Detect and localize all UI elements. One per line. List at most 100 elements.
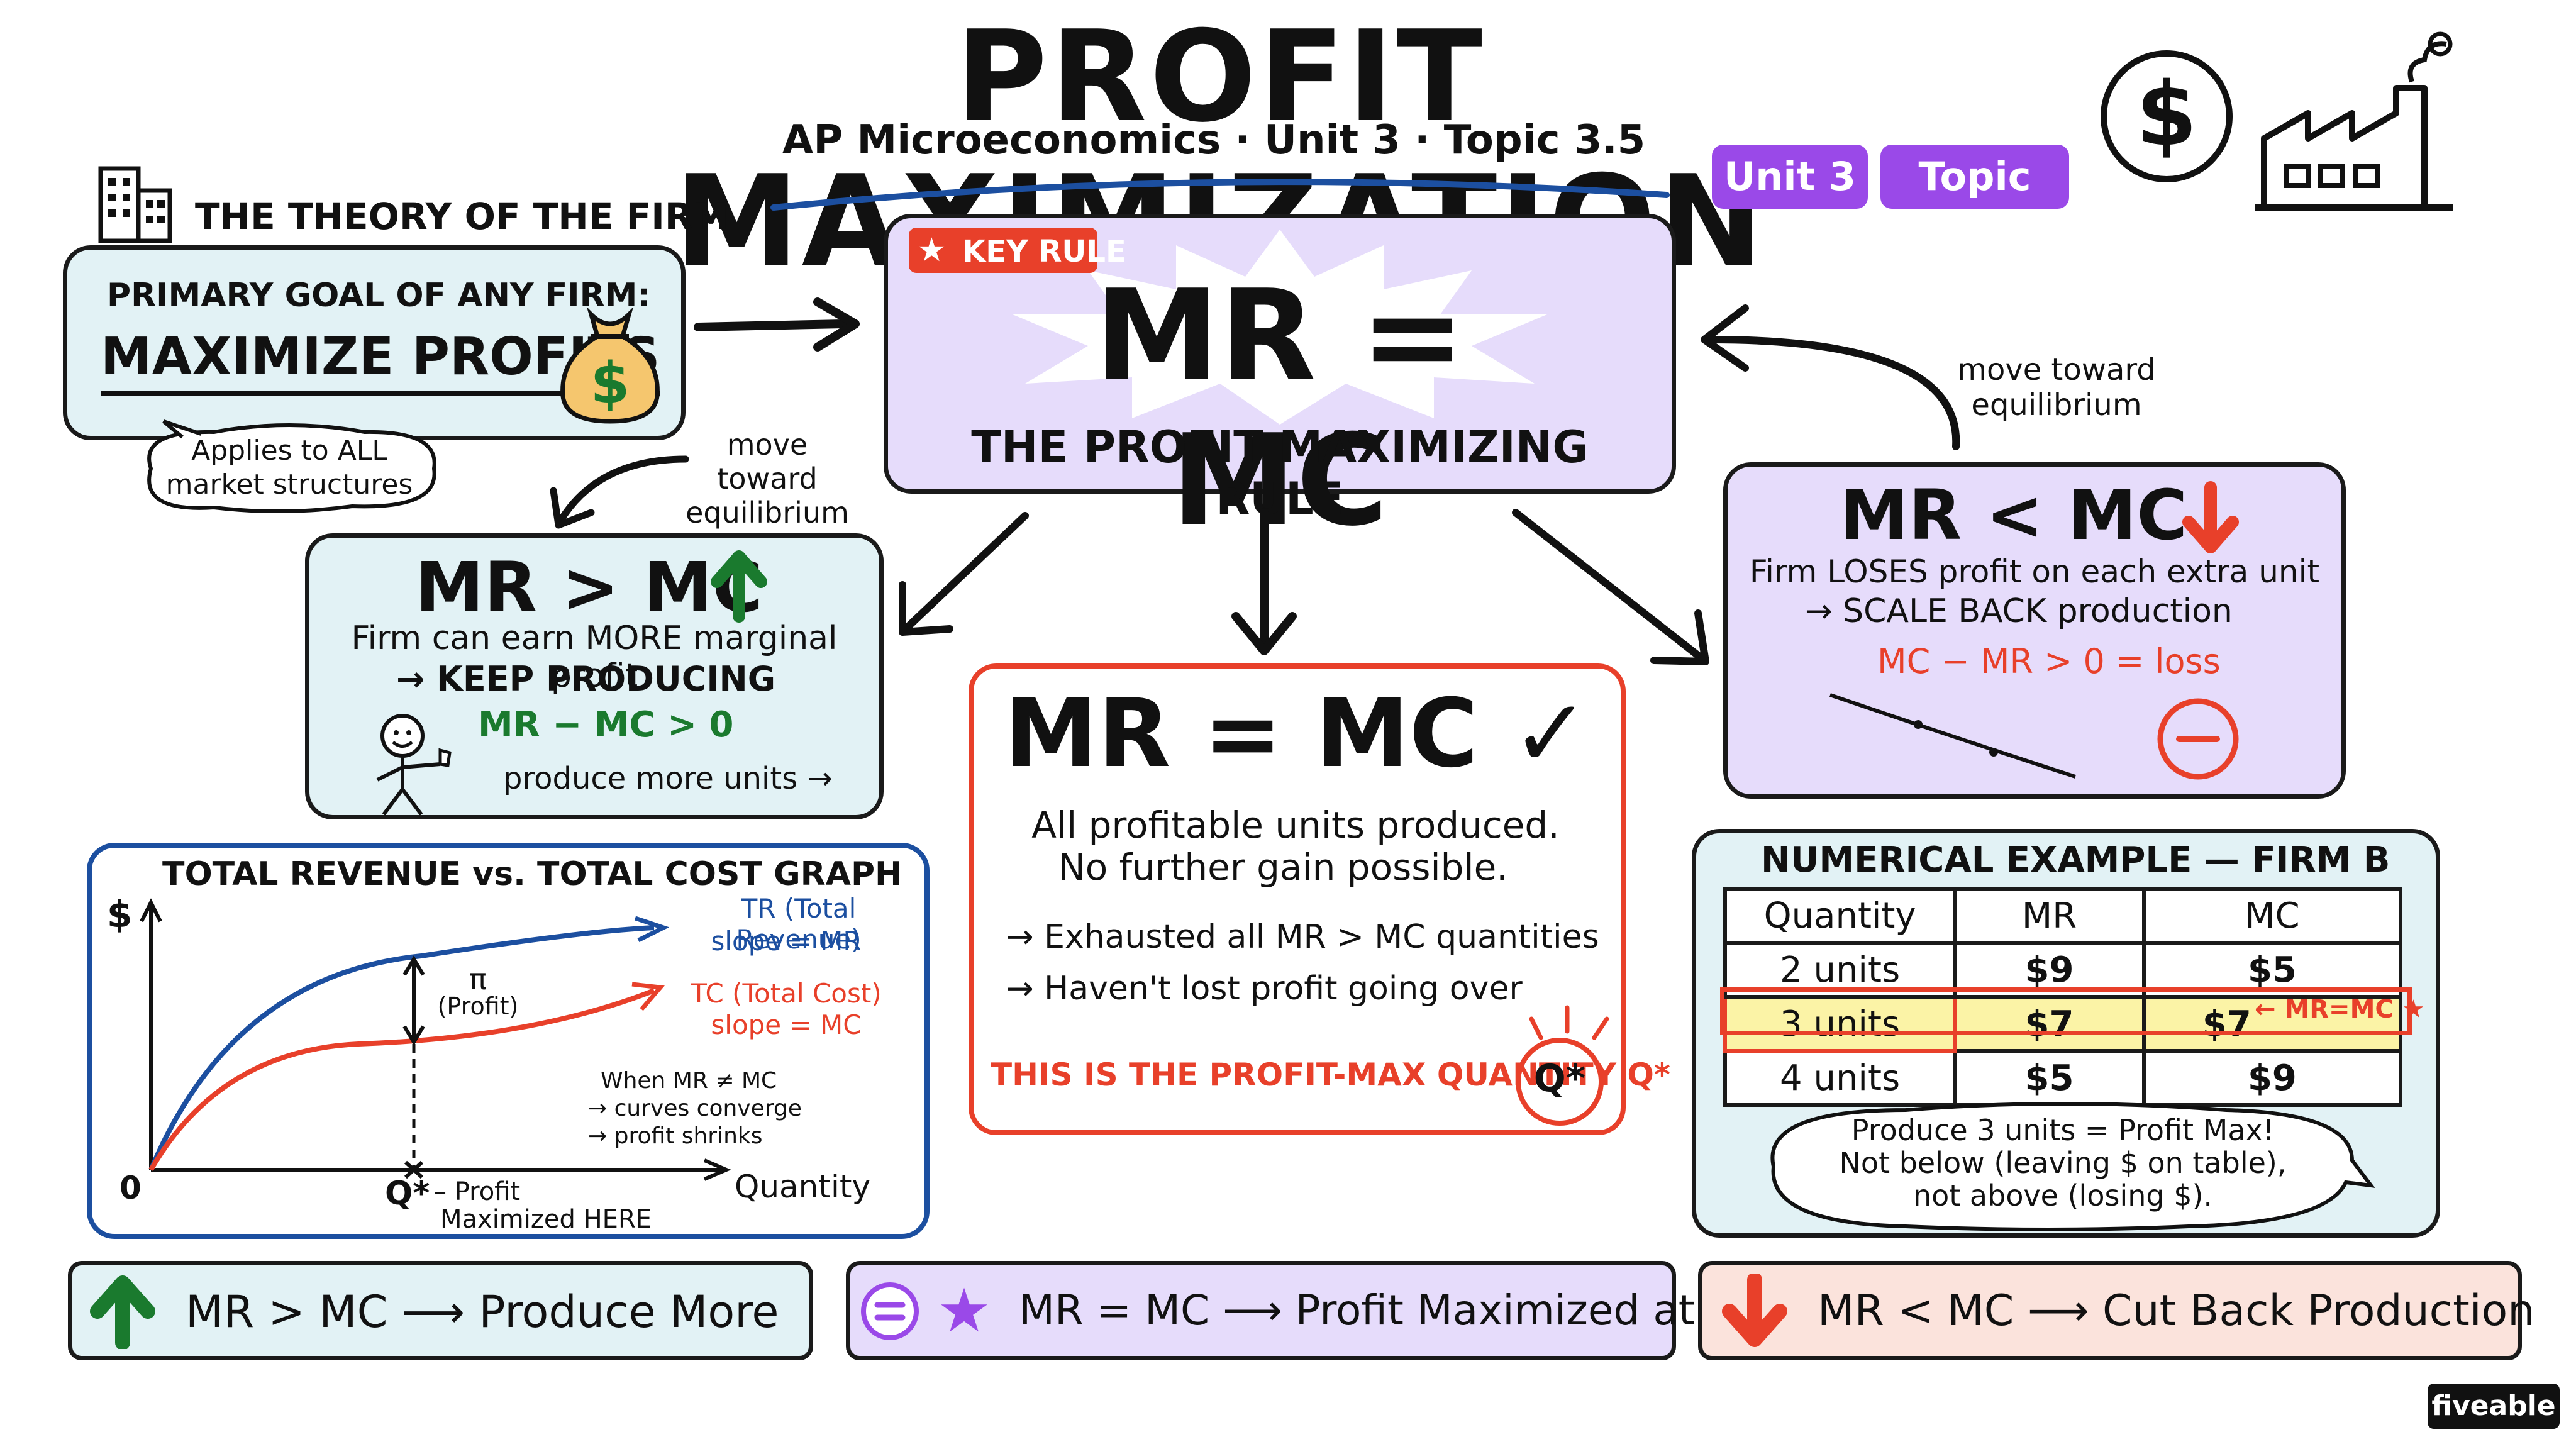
mr-lt-mc-formula: MC − MR > 0 = loss <box>1877 641 2221 681</box>
theory-heading: THE THEORY OF THE FIRM <box>195 195 730 238</box>
declining-line-sketch <box>1829 693 2076 779</box>
goal-to-rule-arrow <box>694 297 860 352</box>
starburst-shape <box>1013 230 1547 425</box>
table-header-cell: MC <box>2141 887 2403 945</box>
summary-equals-icon <box>861 1282 919 1340</box>
graph-title: TOTAL REVENUE vs. TOTAL COST GRAPH <box>162 855 902 893</box>
rule-to-right-arrow <box>1512 509 1709 665</box>
svg-text:$: $ <box>2136 64 2197 166</box>
example-title: NUMERICAL EXAMPLE — FIRM B <box>1761 840 2390 880</box>
table-header-cell: Quantity <box>1723 887 1957 945</box>
table-cell: $9 <box>2141 1049 2403 1107</box>
sparkle-icon <box>1529 1005 1609 1040</box>
brand-logo: fiveable <box>2428 1384 2560 1429</box>
dollar-circle-icon: $ <box>2101 50 2233 182</box>
profit-gap-arrow-top <box>402 955 425 976</box>
mr-eq-mc-bullet1: → Exhausted all MR > MC quantities <box>1006 918 1599 956</box>
mr-eq-mc-box <box>969 663 1626 1135</box>
minus-circle-icon <box>2157 698 2239 780</box>
tc-curve <box>148 988 655 1172</box>
unit-tag: Unit 3 <box>1712 145 1868 209</box>
rule-to-left-arrow <box>899 512 1029 636</box>
summary-right-text: MR < MC ⟶ Cut Back Production <box>1818 1286 2535 1336</box>
rule-to-center-arrow <box>1231 508 1297 655</box>
right-equilibrium-arrow <box>1701 304 1960 450</box>
graph-qstar: Q* <box>385 1175 430 1213</box>
key-rule-badge-label: KEY RULE <box>962 234 1126 269</box>
table-header-row: Quantity MR MC <box>1723 887 2403 945</box>
summary-middle-box <box>846 1261 1676 1360</box>
table-row: 4 units $5 $9 <box>1723 1049 2403 1107</box>
up-arrow-icon <box>711 550 767 623</box>
pi-label: π <box>469 962 487 996</box>
x-axis-arrowhead <box>703 1158 731 1181</box>
table-row-highlighted: 3 units $7 $7 <box>1723 995 2403 1053</box>
applies-bubble <box>147 419 436 514</box>
tr-slope: slope = MR <box>711 926 862 957</box>
topic-tag: Topic 3.5 <box>1880 145 2069 264</box>
subtitle-underline <box>770 179 1670 211</box>
y-axis-arrowhead <box>140 898 162 923</box>
table-cell: 4 units <box>1723 1049 1957 1107</box>
example-bubble <box>1770 1102 2375 1231</box>
highlight-row-outline <box>1720 987 2412 1035</box>
star-icon: ★ <box>917 231 947 269</box>
example-bubble-line3: not above (losing $). <box>1913 1179 2213 1213</box>
mr-gt-mc-note: produce more units → <box>503 761 833 796</box>
graph-x-label: Quantity <box>735 1169 871 1205</box>
graph-note1: When MR ≠ MC <box>601 1068 777 1094</box>
goal-label: PRIMARY GOAL OF ANY FIRM: <box>107 277 651 314</box>
mr-gt-mc-line2: → KEEP PRODUCING <box>396 659 776 699</box>
mr-eq-mc-line2: No further gain possible. <box>1058 846 1508 889</box>
table-header-cell: MR <box>1953 887 2146 945</box>
mr-gt-mc-title: MR > MC <box>415 547 763 628</box>
left-equilibrium-arrow <box>550 455 689 529</box>
profit-gap-arrow-bottom <box>402 1025 425 1046</box>
factory-icon <box>2255 31 2453 211</box>
svg-text:$: $ <box>591 350 630 416</box>
money-bag-icon: $ <box>560 306 660 424</box>
graph-note2: → curves converge <box>588 1096 802 1121</box>
tr-curve-arrowhead <box>634 916 670 943</box>
key-rule-badge <box>909 228 1097 273</box>
graph-qstar-note1: – Profit <box>434 1177 521 1206</box>
key-rule-caption: THE PROFIT MAXIMIZING RULE <box>971 421 1589 525</box>
summary-left-box <box>68 1261 813 1360</box>
table-cell: $7 <box>1953 995 2146 1053</box>
graph-svg <box>140 898 731 1181</box>
right-equilibrium-note: move toward equilibrium <box>1957 352 2156 423</box>
qstar-circle <box>1516 1038 1604 1126</box>
summary-right-box <box>1698 1261 2522 1360</box>
mr-lt-mc-line1: Firm LOSES profit on each extra unit <box>1749 553 2320 590</box>
stick-figure-icon <box>376 714 452 816</box>
pi-sub: (Profit) <box>437 992 519 1020</box>
tr-curve <box>148 925 655 1171</box>
tr-label: TR (Total Revenue) <box>736 893 862 955</box>
building-icon <box>98 166 172 243</box>
down-arrow-icon <box>2182 481 2239 553</box>
mr-lt-mc-line2: → SCALE BACK production <box>1805 592 2233 630</box>
mr-gt-mc-formula: MR − MC > 0 <box>478 704 734 745</box>
qstar-label: Q* <box>1533 1057 1586 1101</box>
mr-gt-mc-line1: Firm can earn MORE marginal profit <box>351 619 838 695</box>
summary-down-arrow-icon <box>1722 1274 1787 1347</box>
graph-note3: → profit shrinks <box>588 1123 763 1149</box>
left-equilibrium-note: move toward equilibrium <box>686 428 849 530</box>
page-subtitle: AP Microeconomics · Unit 3 · Topic 3.5 <box>782 117 1646 164</box>
example-bubble-line2: Not below (leaving $ on table), <box>1839 1146 2287 1180</box>
summary-star-icon: ★ <box>937 1275 992 1346</box>
graph-y-label: $ <box>107 893 133 936</box>
applies-text: Applies to ALL market structures <box>165 435 413 501</box>
highlight-note: ← MR=MC ★ <box>2255 995 2425 1024</box>
mr-eq-mc-title: MR = MC ✓ <box>1004 679 1591 789</box>
tc-label: TC (Total Cost) <box>691 978 882 1009</box>
summary-middle-text: MR = MC ⟶ Profit Maximized at Q* <box>1019 1286 1762 1335</box>
summary-left-text: MR > MC ⟶ Produce More <box>186 1286 779 1338</box>
tc-curve-arrowhead <box>631 982 665 1011</box>
graph-qstar-note2: Maximized HERE <box>440 1205 652 1234</box>
highlight-mc-value: $7 <box>2202 1003 2251 1045</box>
key-rule-equation: MR = MC <box>1094 263 1466 554</box>
mr-lt-mc-title: MR < MC <box>1840 475 2188 555</box>
table-cell: $7 <box>2141 995 2403 1053</box>
table-cell: 3 units <box>1723 995 1957 1053</box>
